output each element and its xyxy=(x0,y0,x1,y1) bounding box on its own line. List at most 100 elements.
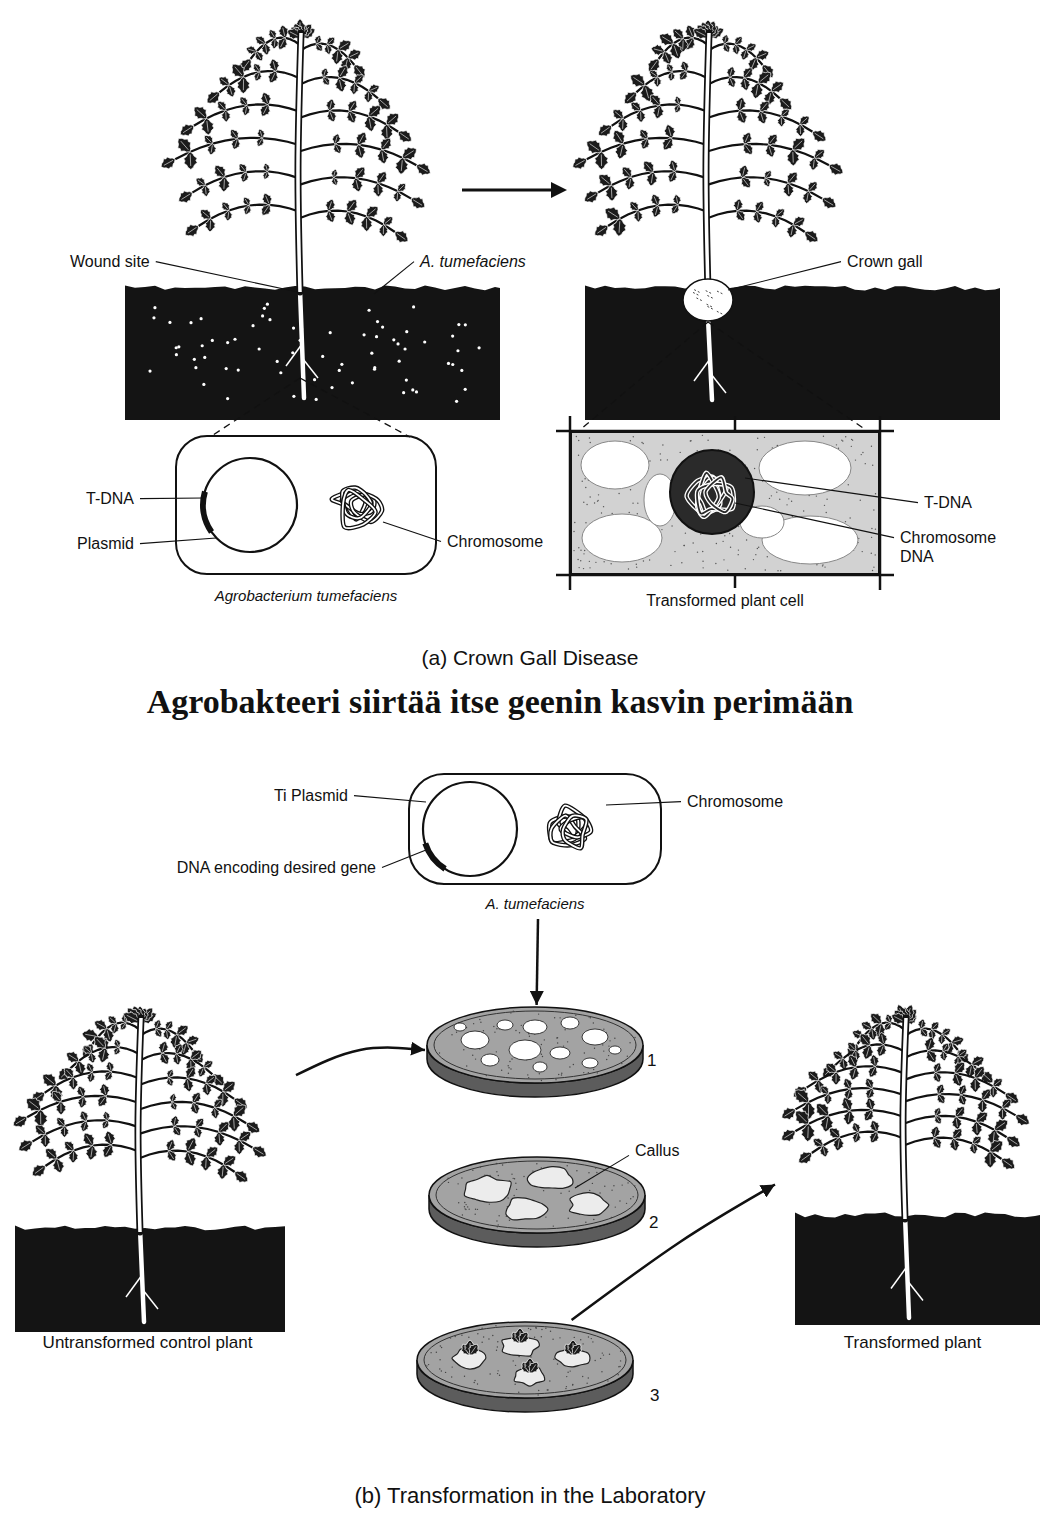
stipple xyxy=(464,1375,465,1376)
bacterial-colony xyxy=(523,1020,547,1034)
stipple xyxy=(803,510,804,511)
stipple xyxy=(480,1166,481,1167)
stipple xyxy=(547,1389,548,1390)
leaflet xyxy=(674,96,681,104)
stipple xyxy=(511,1058,512,1059)
leaf-vein xyxy=(939,1096,943,1102)
leaf-vein xyxy=(574,1346,579,1353)
stipple xyxy=(559,1337,560,1338)
stipple xyxy=(461,1335,462,1336)
stipple xyxy=(468,1337,469,1338)
stipple xyxy=(872,465,873,466)
stipple xyxy=(566,1165,567,1166)
stipple xyxy=(619,1366,620,1367)
bacterial-colony xyxy=(550,1047,570,1059)
leaflet xyxy=(379,225,388,237)
leaf-vein xyxy=(992,1143,1000,1150)
stipple xyxy=(590,442,591,443)
stipple xyxy=(538,1013,539,1014)
leaflet xyxy=(954,1062,964,1073)
leaf-vein xyxy=(871,1068,874,1075)
leaf-vein xyxy=(369,119,371,129)
stipple xyxy=(826,499,827,500)
bacterium-dot xyxy=(381,325,384,328)
leaf-vein xyxy=(744,80,746,88)
stipple xyxy=(628,568,629,569)
leaflet xyxy=(931,1022,939,1030)
leaflet xyxy=(223,1155,235,1166)
leaf-vein xyxy=(955,1131,960,1137)
leaf-vein xyxy=(244,174,246,181)
leaflet xyxy=(271,39,279,49)
stipple xyxy=(494,1031,495,1032)
stipple xyxy=(597,500,598,501)
stipple xyxy=(492,1335,493,1336)
leaflet xyxy=(201,185,210,196)
leaf-vein xyxy=(975,1080,976,1089)
stipple xyxy=(603,506,604,507)
leaf-vein xyxy=(1002,1110,1003,1118)
stipple xyxy=(585,522,586,523)
bacterial-colony xyxy=(582,1029,608,1045)
plant-stem xyxy=(298,33,301,292)
leaf-vein xyxy=(736,38,740,43)
stipple xyxy=(603,1028,604,1029)
leaf-vein xyxy=(961,1096,964,1103)
bacterium-cell: Agrobacterium tumefaciens xyxy=(175,435,443,611)
leaflet xyxy=(86,1063,94,1072)
leaflet xyxy=(183,1078,194,1091)
stipple xyxy=(508,1067,509,1068)
leaflet xyxy=(746,43,756,52)
leaf-vein xyxy=(973,1145,974,1152)
leaflet xyxy=(218,101,227,110)
leaf-vein xyxy=(627,94,635,101)
leaflet xyxy=(733,199,743,211)
stipple xyxy=(765,569,766,570)
leader-line xyxy=(156,262,298,292)
zoom-line xyxy=(580,322,708,430)
leaflet xyxy=(165,1021,173,1030)
leaf-vein xyxy=(177,1056,178,1063)
stipple xyxy=(865,463,866,464)
bacterium-dot xyxy=(202,383,205,386)
leaf-vein xyxy=(59,1119,64,1124)
leaflet xyxy=(167,1151,176,1161)
leader-line xyxy=(745,478,918,503)
stipple xyxy=(875,554,876,555)
leaflet xyxy=(805,231,818,243)
leaflet xyxy=(584,191,598,203)
leaf-vein xyxy=(110,1018,115,1023)
leaf-vein xyxy=(688,40,693,48)
leaflet xyxy=(634,210,643,221)
leaflet xyxy=(865,1078,874,1088)
stipple xyxy=(609,1040,610,1041)
leaf-vein xyxy=(359,147,361,156)
stipple xyxy=(862,452,863,453)
leaflet xyxy=(346,200,357,212)
stipple xyxy=(563,1045,564,1046)
leaf-vein xyxy=(46,1077,54,1084)
zoom-line xyxy=(708,322,866,430)
leaflet xyxy=(196,1118,204,1127)
bacterium-dot xyxy=(226,397,229,400)
leaflet xyxy=(78,1097,87,1108)
leaflet xyxy=(381,124,393,140)
leaf-vein xyxy=(188,227,197,233)
leaflet xyxy=(83,1133,94,1145)
leaflet xyxy=(813,130,826,142)
dish-top xyxy=(429,1157,645,1233)
leaf-vein xyxy=(340,43,348,48)
plant-stem xyxy=(903,1018,906,1219)
bacterium-dot xyxy=(233,338,236,341)
leaflet xyxy=(246,46,256,55)
leaflet xyxy=(114,1047,121,1055)
leaflet xyxy=(377,150,388,164)
leaf-vein xyxy=(752,60,755,68)
leaflet xyxy=(782,1129,796,1141)
leaf-vein xyxy=(45,1136,46,1145)
leaf-vein xyxy=(769,147,772,155)
leaf-vein xyxy=(80,1088,83,1095)
stipple xyxy=(596,1172,597,1173)
leaflet xyxy=(613,219,627,237)
gall-texture xyxy=(696,298,702,301)
